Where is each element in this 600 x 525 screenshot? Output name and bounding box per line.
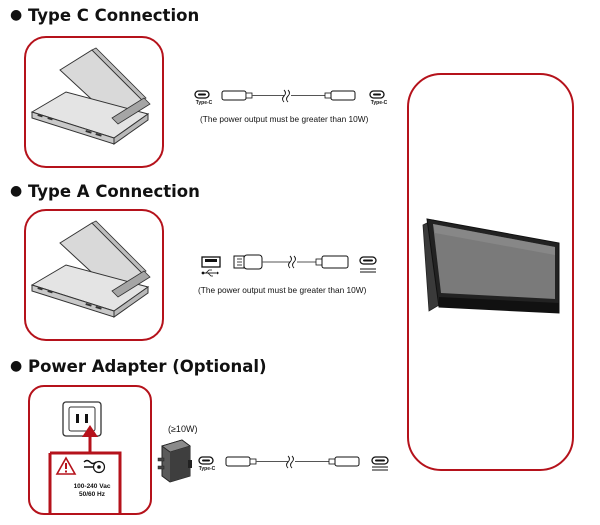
power-adapter-icon bbox=[157, 439, 192, 483]
usb-c-cable-icon bbox=[194, 89, 385, 103]
adapter-frequency: 50/60 Hz bbox=[78, 491, 106, 498]
type-c-port-label-right: Type-C bbox=[370, 100, 388, 106]
usb-a-cable-icon bbox=[201, 254, 377, 277]
adapter-voltage-text: 100-240 Vac 50/60 Hz bbox=[52, 483, 132, 499]
type-a-power-note: (The power output must be greater than 1… bbox=[198, 285, 367, 295]
bullet-icon: ● bbox=[10, 7, 23, 23]
type-c-power-note: (The power output must be greater than 1… bbox=[200, 114, 369, 124]
monitor-box bbox=[407, 73, 574, 471]
bullet-icon: ● bbox=[10, 183, 23, 199]
ac-input-icon bbox=[83, 459, 106, 474]
heading-type-c: ● Type C Connection bbox=[10, 6, 199, 25]
type-c-port-label-left: Type-C bbox=[195, 100, 213, 106]
laptop-box-type-c bbox=[24, 36, 164, 168]
laptop-box-type-a bbox=[24, 209, 164, 341]
heading-power-adapter: ● Power Adapter (Optional) bbox=[10, 357, 267, 376]
adapter-type-c-port-label: Type-C bbox=[198, 466, 216, 472]
warning-triangle-icon bbox=[55, 456, 77, 475]
heading-type-a-text: Type A Connection bbox=[28, 182, 200, 201]
adapter-voltage: 100-240 Vac bbox=[73, 483, 111, 490]
adapter-wattage: (≥10W) bbox=[168, 424, 198, 434]
heading-type-c-text: Type C Connection bbox=[28, 6, 200, 25]
laptop-icon bbox=[30, 47, 151, 145]
power-outlet-box: 100-240 Vac 50/60 Hz bbox=[28, 385, 152, 515]
laptop-icon bbox=[30, 220, 151, 318]
heading-power-adapter-text: Power Adapter (Optional) bbox=[28, 357, 267, 376]
adapter-usb-c-cable-icon bbox=[198, 455, 389, 471]
voltage-frame bbox=[48, 425, 122, 513]
wall-outlet-icon bbox=[62, 401, 102, 437]
heading-type-a: ● Type A Connection bbox=[10, 182, 200, 201]
portable-monitor-icon bbox=[422, 218, 560, 314]
bullet-icon: ● bbox=[10, 358, 23, 374]
